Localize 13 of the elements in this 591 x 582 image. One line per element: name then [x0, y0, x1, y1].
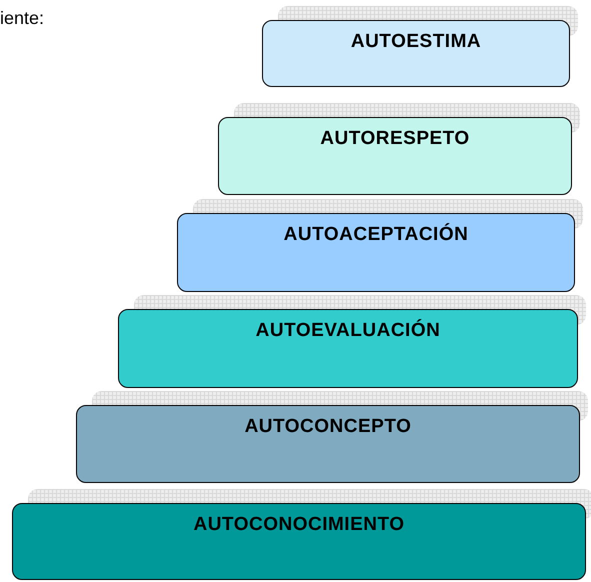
step-box [76, 405, 580, 483]
text-fragment: iente: [0, 8, 44, 29]
step-label: AUTORESPETO [319, 128, 471, 150]
step-box [218, 117, 572, 195]
step-label: AUTOCONOCIMIENTO [192, 514, 406, 536]
step-box [12, 503, 586, 580]
step-box [262, 20, 570, 87]
step-label: AUTOESTIMA [350, 31, 482, 53]
step-label: AUTOEVALUACIÓN [254, 320, 442, 342]
step-label: AUTOCONCEPTO [244, 416, 412, 438]
step-label: AUTOACEPTACIÓN [282, 224, 470, 246]
step-box [118, 309, 578, 388]
step-box [177, 213, 575, 292]
